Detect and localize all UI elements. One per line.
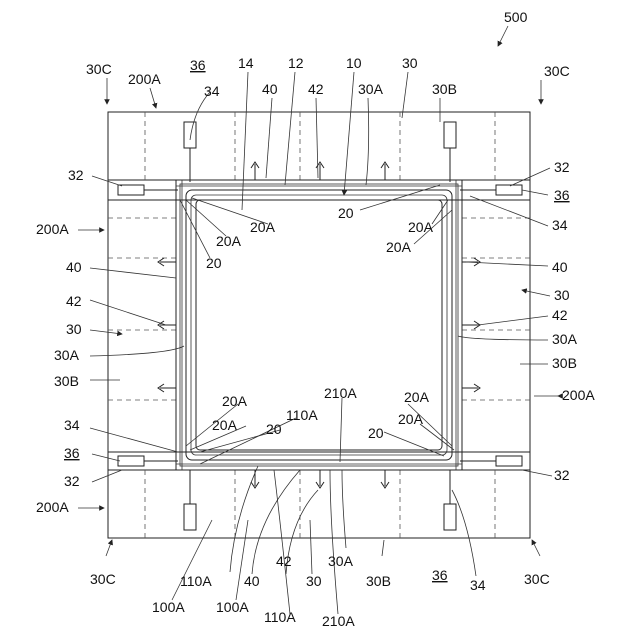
label-42-left: 42	[66, 293, 82, 309]
bolt-head-right-bottom	[496, 456, 522, 466]
label-30A-right: 30A	[552, 331, 578, 347]
label-20-bottom-left: 20	[266, 421, 282, 437]
label-20A-top-left-2: 20A	[250, 219, 276, 235]
label-20A-top-right-2: 20A	[386, 239, 412, 255]
label-30B-top: 30B	[432, 81, 457, 97]
label-20-top-right: 20	[338, 205, 354, 221]
figure-number: 500	[504, 9, 528, 25]
label-20-bottom-right: 20	[368, 425, 384, 441]
label-30B-bottom: 30B	[366, 573, 391, 589]
label-36-top: 36	[190, 57, 206, 73]
label-30B-right: 30B	[552, 355, 577, 371]
label-36-bottom: 36	[432, 567, 448, 583]
label-200A-left-1: 200A	[36, 221, 69, 237]
label-20A-bottom-left-1: 20A	[222, 393, 248, 409]
bolt-head-left-bottom	[118, 456, 144, 466]
label-34-bottom: 34	[470, 577, 486, 593]
label-110A-bottom-2: 110A	[264, 609, 296, 625]
bolt-head-top-left	[184, 122, 196, 148]
label-20A-bottom-left-2: 20A	[212, 417, 238, 433]
label-210A-bottom: 210A	[322, 613, 355, 629]
label-200A-top: 200A	[128, 71, 161, 87]
fasteners	[158, 162, 480, 488]
label-40-bottom: 40	[244, 573, 260, 589]
anchor-bolts	[118, 122, 522, 530]
label-200A-left-2: 200A	[36, 499, 69, 515]
label-30A-left: 30A	[54, 347, 80, 363]
label-30A-bottom: 30A	[328, 553, 354, 569]
label-40-left: 40	[66, 259, 82, 275]
label-200A-right: 200A	[562, 387, 595, 403]
label-36-right: 36	[554, 187, 570, 203]
label-20-top-left: 20	[206, 255, 222, 271]
label-42-bottom: 42	[276, 553, 292, 569]
panel-left	[108, 200, 176, 452]
label-210A-top: 210A	[324, 385, 357, 401]
bolt-head-bottom-left	[184, 504, 196, 530]
label-30-top: 30	[402, 55, 418, 71]
label-100A-1: 100A	[152, 599, 185, 615]
label-34-top: 34	[204, 83, 220, 99]
label-12: 12	[288, 55, 304, 71]
label-32-bottom-right: 32	[554, 467, 570, 483]
label-30C-bottom-right: 30C	[524, 571, 550, 587]
label-32-bottom-left: 32	[64, 473, 80, 489]
label-32-top-left: 32	[68, 167, 84, 183]
label-20A-bottom-right-1: 20A	[404, 389, 430, 405]
label-30C-top-right: 30C	[544, 63, 570, 79]
label-40-top: 40	[262, 81, 278, 97]
label-42-right: 42	[552, 307, 568, 323]
label-32-top-right: 32	[554, 159, 570, 175]
label-20A-bottom-right-2: 20A	[398, 411, 424, 427]
label-110A-bottom-1: 110A	[180, 573, 212, 589]
bolt-head-bottom-right	[444, 504, 456, 530]
reference-labels: 500 30C 200A 36 34 14 12 40 42 10 30 30A…	[36, 9, 595, 629]
label-110A-top: 110A	[286, 407, 318, 423]
label-14: 14	[238, 55, 254, 71]
label-30C-bottom-left: 30C	[90, 571, 116, 587]
label-34-left: 34	[64, 417, 80, 433]
label-100A-2: 100A	[216, 599, 249, 615]
label-36-left: 36	[64, 445, 80, 461]
label-34-right: 34	[552, 217, 568, 233]
label-30B-left: 30B	[54, 373, 79, 389]
label-30C-top-left: 30C	[86, 61, 112, 77]
bolt-head-left-top	[118, 185, 144, 195]
bolt-head-top-right	[444, 122, 456, 148]
panel-top	[108, 112, 530, 180]
label-30-right: 30	[554, 287, 570, 303]
label-40-right: 40	[552, 259, 568, 275]
label-30-left: 30	[66, 321, 82, 337]
label-30A-top: 30A	[358, 81, 384, 97]
label-42-top: 42	[308, 81, 324, 97]
panel-right	[462, 200, 530, 452]
bolt-head-right-top	[496, 185, 522, 195]
label-30-bottom: 30	[306, 573, 322, 589]
label-20A-top-left-1: 20A	[216, 233, 242, 249]
leader-lines	[78, 26, 558, 614]
label-20A-top-right-1: 20A	[408, 219, 434, 235]
label-10: 10	[346, 55, 362, 71]
